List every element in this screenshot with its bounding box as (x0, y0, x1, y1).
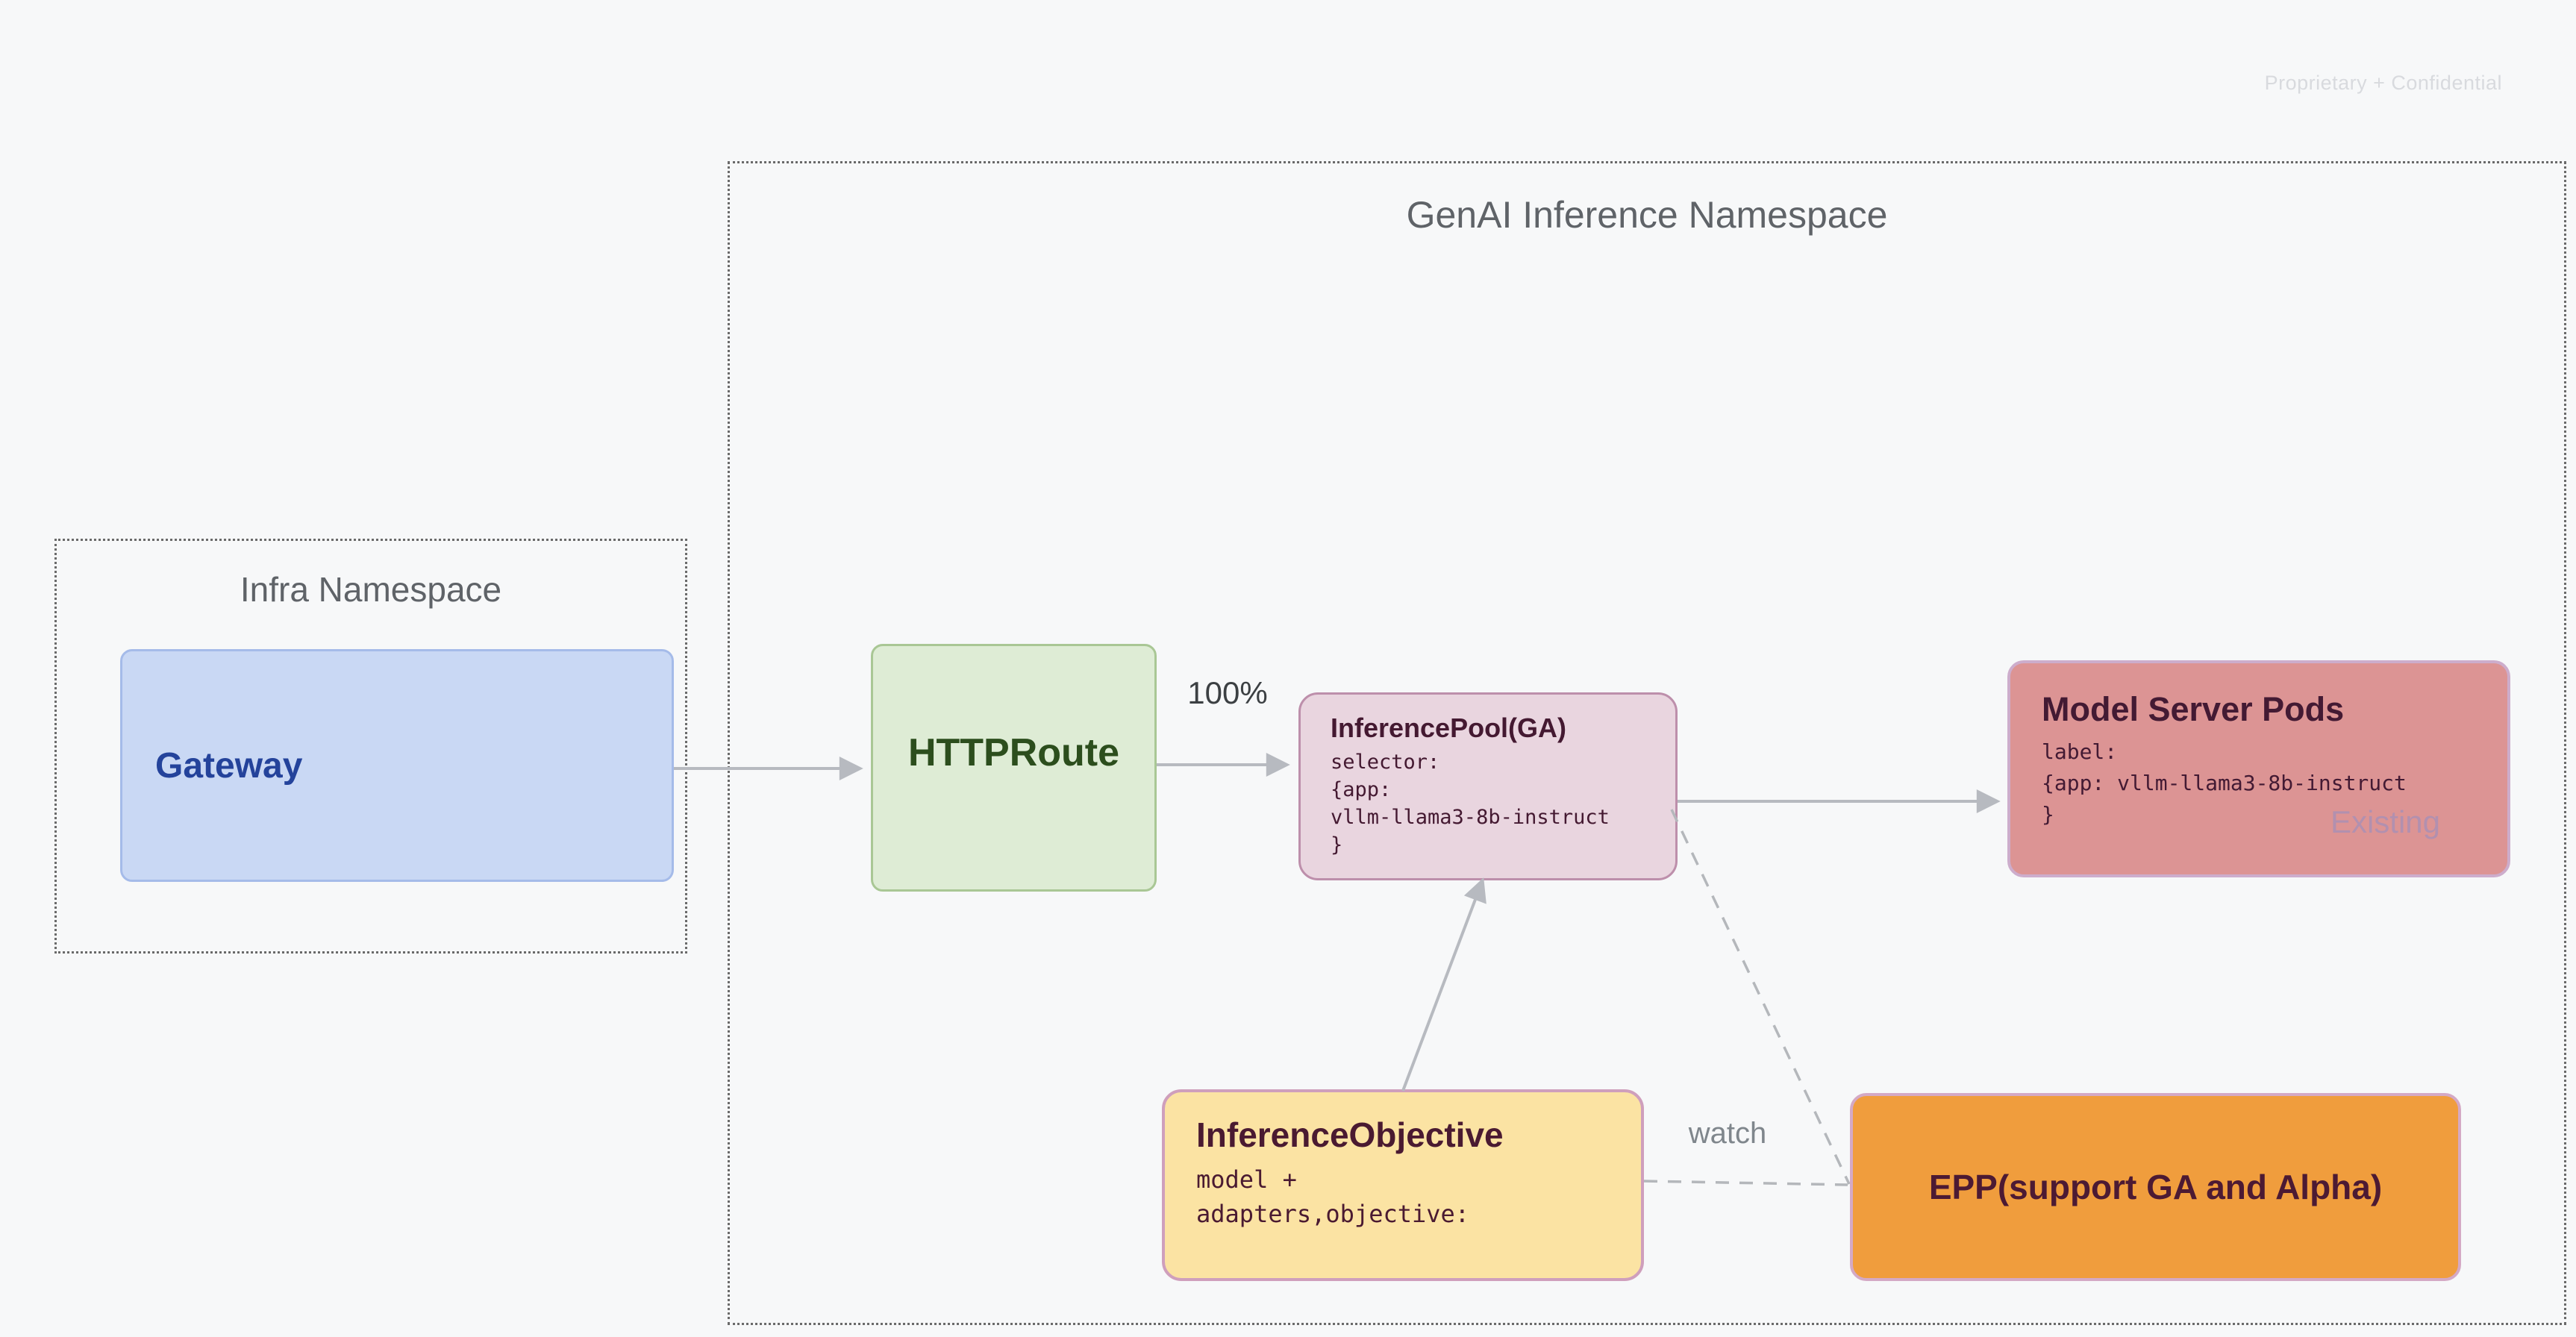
code-line: adapters,objective: (1196, 1200, 1470, 1228)
model-server-pods-code: label: {app: vllm-llama3-8b-instruct } (2042, 736, 2476, 830)
code-line: selector: (1331, 751, 1440, 774)
epp-label: EPP(support GA and Alpha) (1928, 1168, 2383, 1206)
code-line: {app: vllm-llama3-8b-instruct (2042, 771, 2407, 795)
code-line: vllm-llama3-8b-instruct (1331, 806, 1610, 829)
code-line: {app: (1331, 778, 1392, 801)
epp-node: EPP(support GA and Alpha) (1850, 1093, 2461, 1281)
code-line: model + (1196, 1165, 1297, 1194)
model-server-pods-node: Model Server Pods label: {app: vllm-llam… (2007, 660, 2510, 877)
gateway-node: Gateway (120, 649, 674, 882)
httproute-node: HTTPRoute (871, 644, 1157, 892)
infra-namespace-box: Infra Namespace (54, 539, 687, 954)
watch-edge-label: watch (1688, 1117, 1767, 1150)
model-server-pods-title: Model Server Pods (2042, 690, 2345, 728)
code-line: } (1331, 833, 1343, 857)
inference-objective-node: InferenceObjective model + adapters,obje… (1162, 1089, 1644, 1281)
confidentiality-watermark: Proprietary + Confidential (2264, 72, 2502, 94)
httproute-label: HTTPRoute (907, 731, 1120, 774)
inference-objective-code: model + adapters,objective: (1196, 1162, 1610, 1231)
inference-pool-node: InferencePool(GA) selector: {app: vllm-l… (1298, 692, 1678, 880)
inference-objective-title: InferenceObjective (1196, 1115, 1504, 1154)
inference-pool-code: selector: {app: vllm-llama3-8b-instruct … (1331, 748, 1645, 859)
genai-namespace-box: GenAI Inference Namespace (728, 161, 2566, 1325)
inference-pool-title: InferencePool(GA) (1331, 713, 1567, 743)
code-line: } (2042, 802, 2054, 827)
genai-namespace-title: GenAI Inference Namespace (1406, 194, 1888, 236)
code-line: label: (2042, 739, 2118, 764)
route-weight-label: 100% (1187, 675, 1268, 710)
infra-namespace-title: Infra Namespace (240, 570, 502, 609)
existing-status-tag: Existing (2330, 804, 2440, 839)
gateway-label: Gateway (155, 745, 303, 786)
